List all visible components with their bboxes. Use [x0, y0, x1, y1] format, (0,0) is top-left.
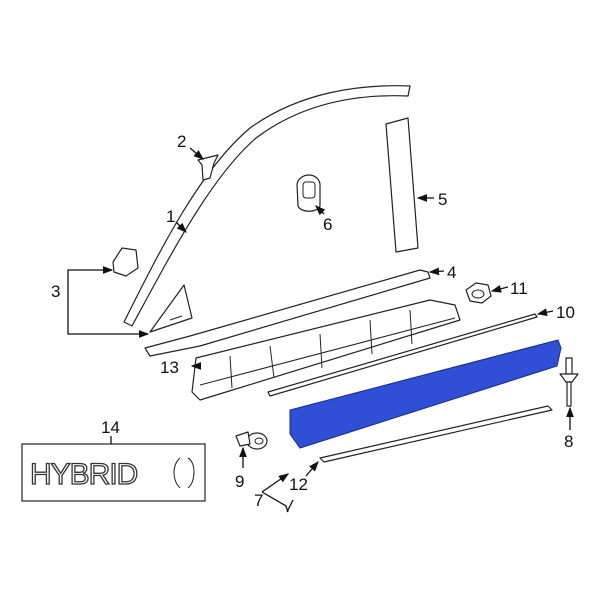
- callout-11: 11: [510, 279, 528, 298]
- callout-10: 10: [556, 303, 575, 322]
- callout-2: 2: [177, 132, 186, 151]
- part-10-tape[interactable]: [267, 313, 538, 397]
- part-12-retainer[interactable]: [319, 405, 553, 463]
- part-9-clip[interactable]: [235, 431, 268, 450]
- part-3-cover[interactable]: [112, 247, 193, 333]
- callout-1: 1: [166, 207, 175, 226]
- part-5-pillar-applique[interactable]: [385, 117, 419, 253]
- part-1-pillar-molding[interactable]: [123, 85, 411, 327]
- part-2-clip[interactable]: [197, 154, 219, 181]
- part-13-rocker-panel[interactable]: [191, 299, 461, 401]
- part-11-nut[interactable]: [465, 282, 492, 304]
- callout-4: 4: [447, 263, 456, 282]
- callout-12: 12: [289, 475, 308, 494]
- leader-lines: [67, 147, 574, 513]
- part-7-door-molding[interactable]: [289, 339, 562, 449]
- callout-9: 9: [235, 472, 244, 491]
- part-14-hybrid-emblem[interactable]: HYBRID: [21, 443, 206, 502]
- part-8-rivet[interactable]: [559, 357, 579, 407]
- callouts: 1 2 3 4 5 6 7 8 9 10 11 12 13 14: [51, 132, 575, 510]
- callout-14: 14: [101, 418, 120, 437]
- callout-3: 3: [51, 282, 60, 301]
- callout-13: 13: [160, 358, 179, 377]
- callout-6: 6: [323, 215, 332, 234]
- callout-8: 8: [564, 432, 573, 451]
- callout-5: 5: [438, 190, 447, 209]
- emblem-text: HYBRID: [30, 458, 138, 491]
- callout-7: 7: [254, 491, 263, 510]
- part-6-clip[interactable]: [296, 174, 321, 212]
